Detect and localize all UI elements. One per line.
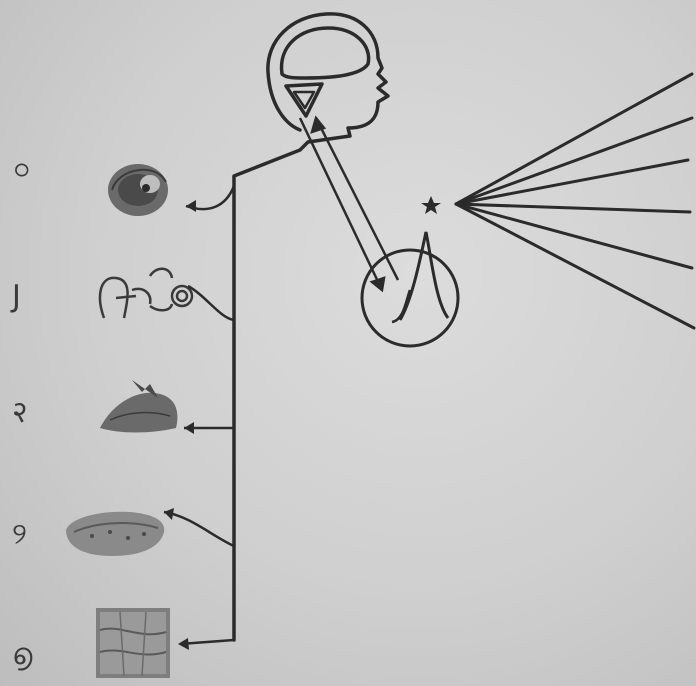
skin-organ-icon [96, 608, 170, 678]
nose-organ-icon [100, 380, 177, 433]
ear-organ-icon [100, 269, 192, 318]
light-rays [456, 74, 694, 328]
row-label-5: ൭ [12, 640, 52, 670]
brain-heart-connection [300, 118, 398, 290]
eye-organ-icon [108, 164, 168, 216]
star-icon [421, 196, 441, 214]
row-label-4: ୨ [12, 520, 52, 550]
heart-circle [362, 232, 458, 346]
row-label-3: २ [12, 398, 52, 428]
arrow-down-icon [372, 278, 384, 290]
row-label-2: J [12, 282, 52, 312]
head-profile [234, 14, 388, 640]
arrow-left-icon [184, 422, 194, 434]
tongue-organ-icon [66, 512, 164, 556]
row-label-1: ০ [12, 156, 52, 186]
arrow-up-icon [312, 118, 324, 132]
